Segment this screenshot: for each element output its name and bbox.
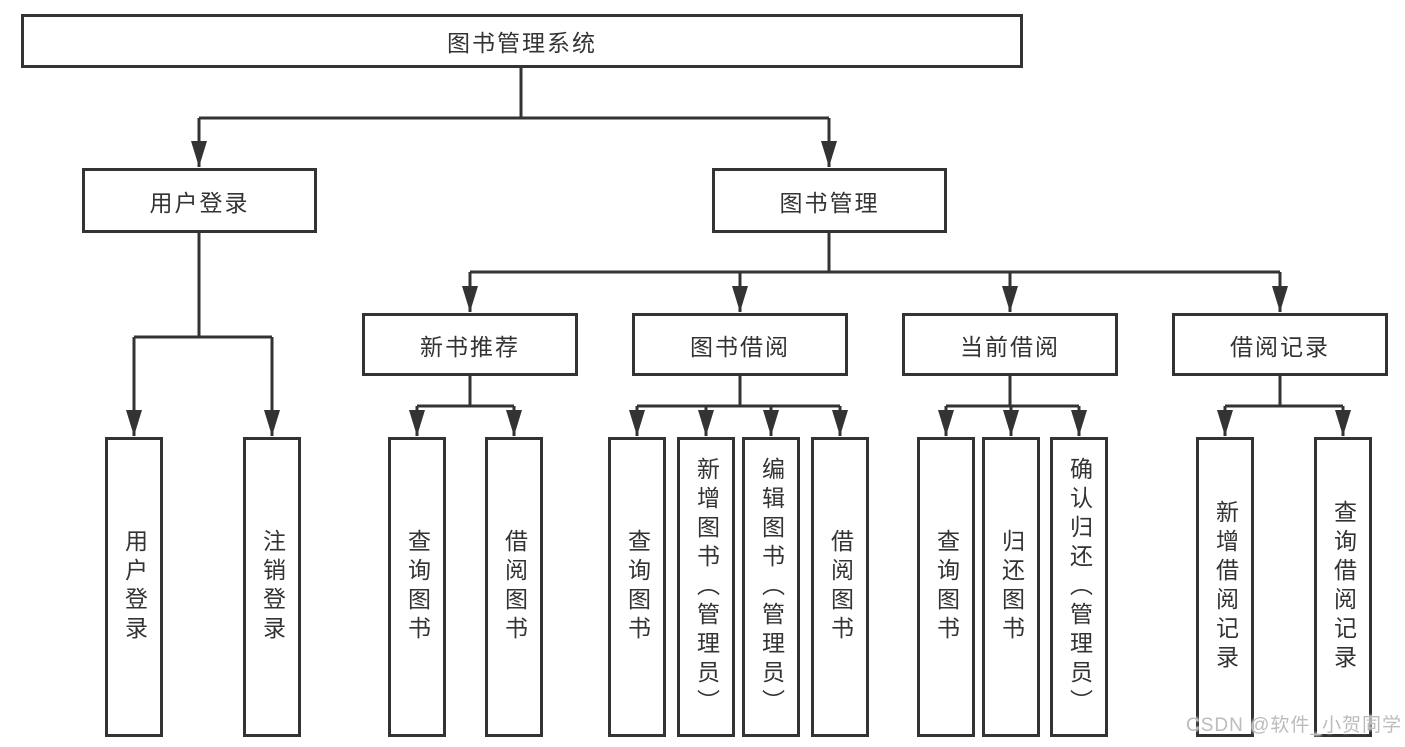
node-borrow-record: 借阅记录: [1172, 313, 1388, 376]
node-current-borrow: 当前借阅: [902, 313, 1118, 376]
node-user-login: 用户登录: [82, 168, 317, 233]
leaf-add-borrow-record: 新增借阅记录: [1196, 437, 1254, 737]
node-book-borrow: 图书借阅: [632, 313, 848, 376]
leaf-query-books-current: 查询图书: [917, 437, 975, 737]
leaf-logout: 注销登录: [243, 437, 301, 737]
leaf-borrow-books-recommend: 借阅图书: [485, 437, 543, 737]
leaf-query-books-borrow: 查询图书: [608, 437, 666, 737]
leaf-confirm-return-admin: 确认归还（管理员）: [1050, 437, 1108, 737]
leaf-query-books-recommend: 查询图书: [388, 437, 446, 737]
leaf-query-borrow-record: 查询借阅记录: [1314, 437, 1372, 737]
leaf-borrow-books: 借阅图书: [811, 437, 869, 737]
leaf-return-books: 归还图书: [982, 437, 1040, 737]
leaf-user-login: 用户登录: [105, 437, 163, 737]
node-new-book-recommend: 新书推荐: [362, 313, 578, 376]
leaf-edit-books-admin: 编辑图书（管理员）: [742, 437, 800, 737]
leaf-add-books-admin: 新增图书（管理员）: [677, 437, 735, 737]
csdn-watermark: CSDN @软件_小贺同学: [1186, 715, 1402, 736]
node-book-management: 图书管理: [712, 168, 947, 233]
node-library-management-system: 图书管理系统: [21, 14, 1023, 68]
